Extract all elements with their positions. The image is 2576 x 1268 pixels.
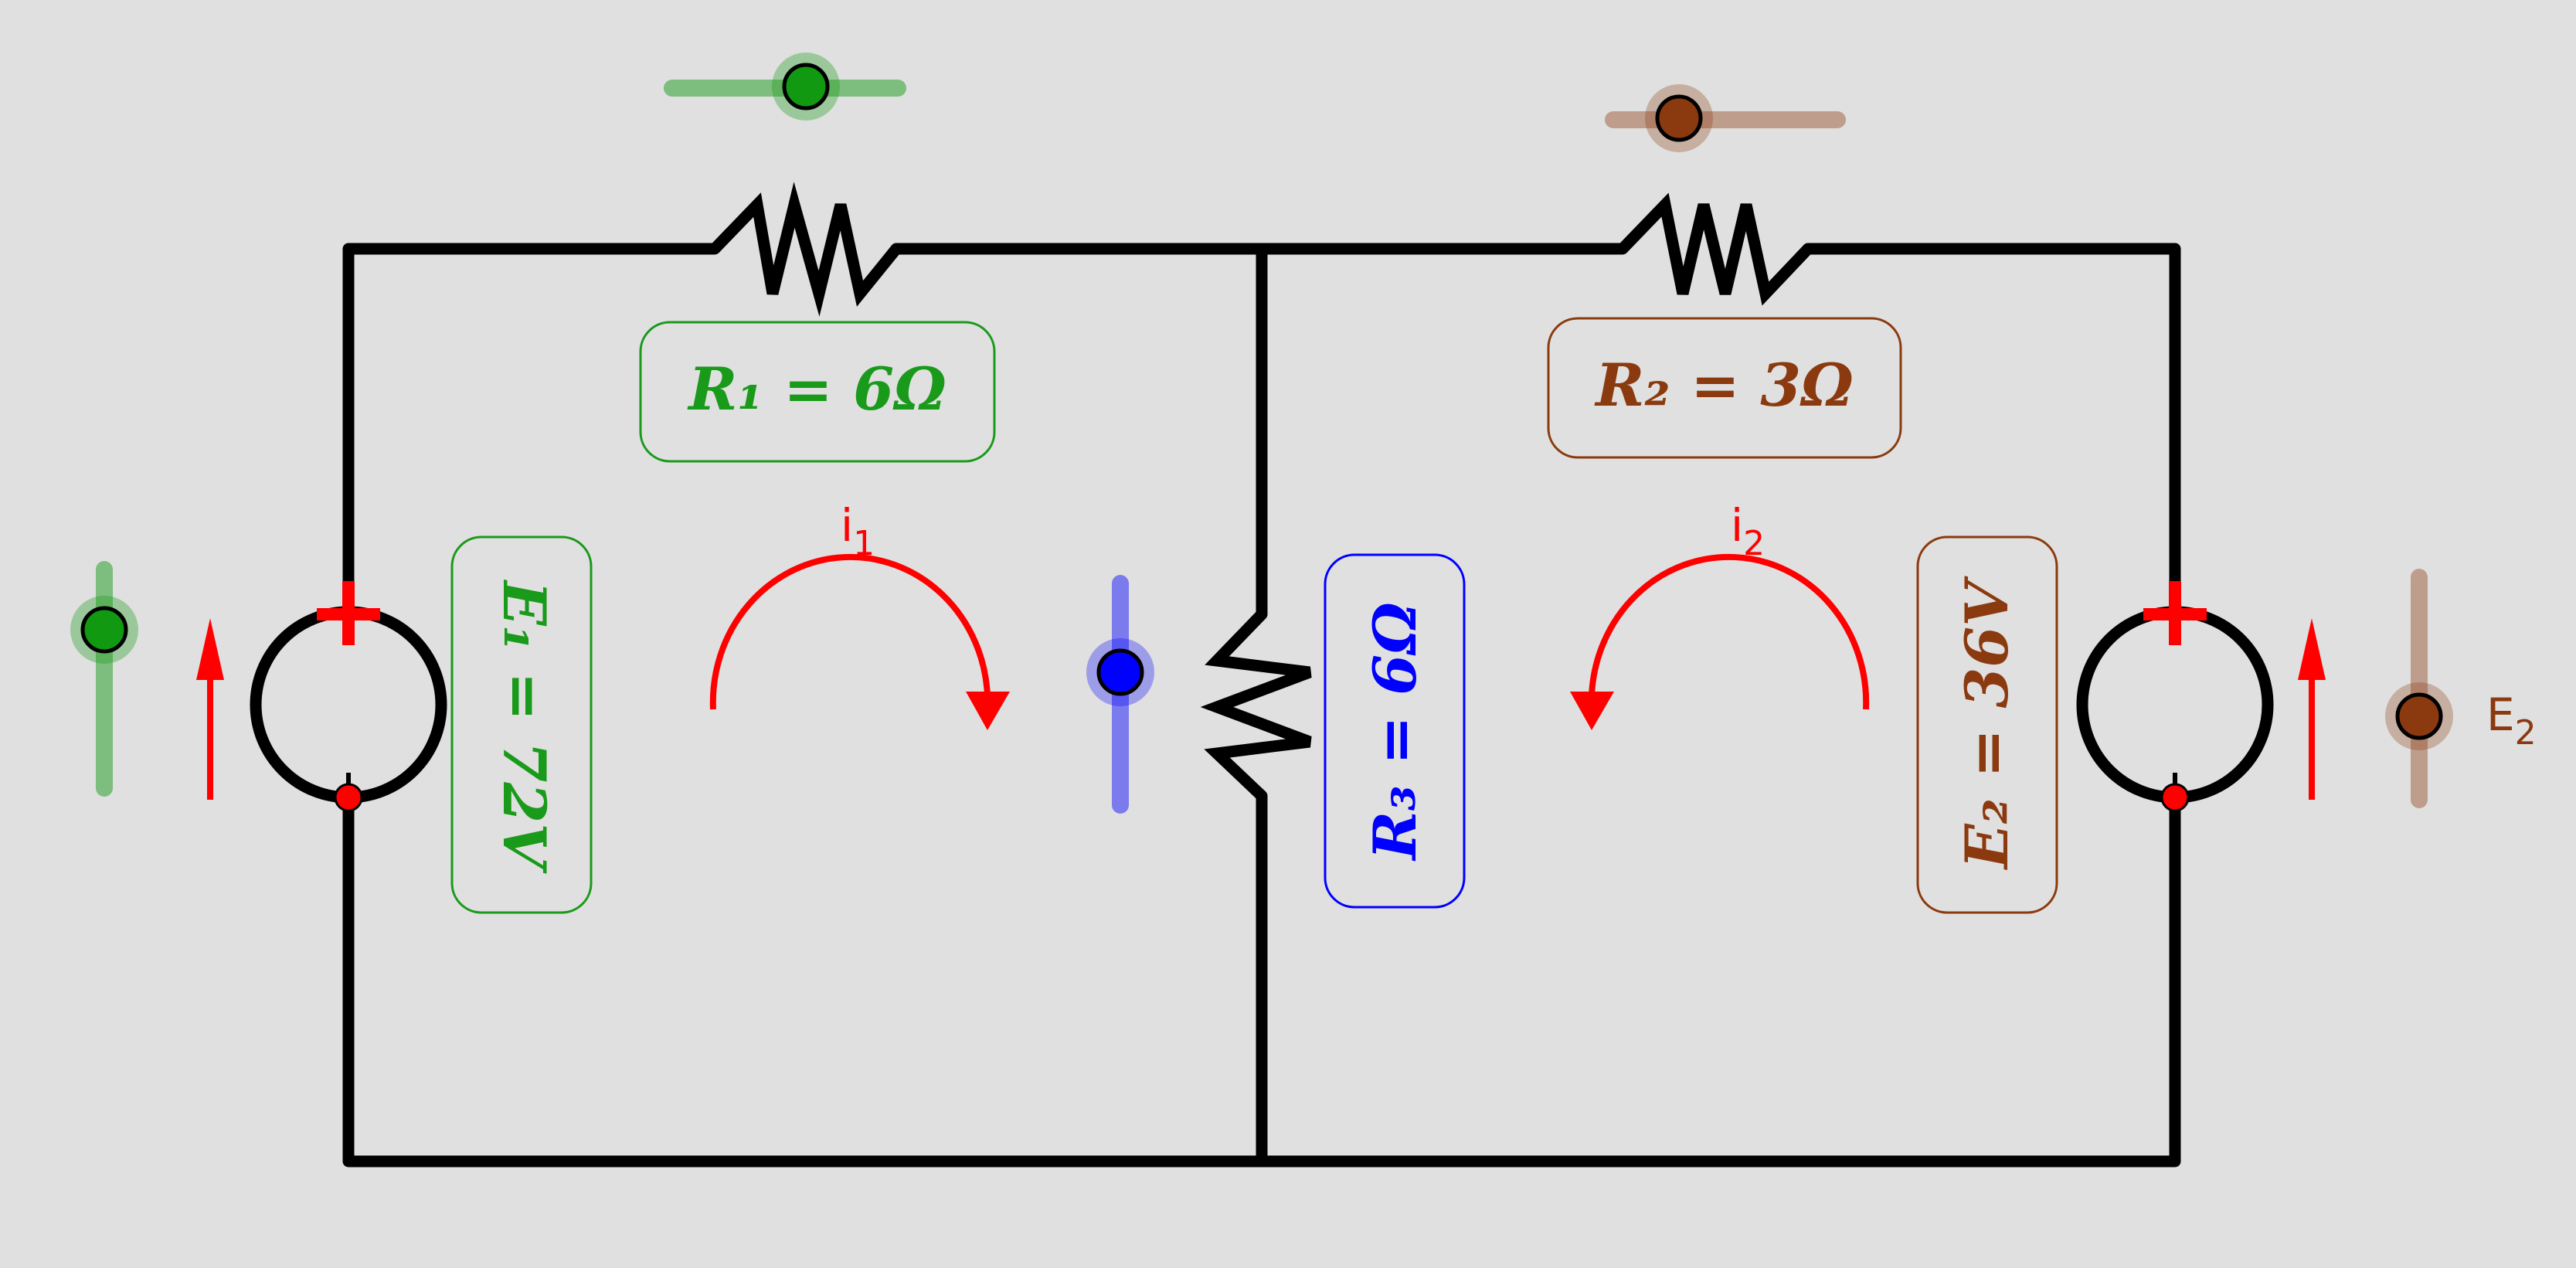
slider-e2-handle[interactable] (2395, 692, 2443, 740)
label-box-r1[interactable]: R₁ = 6Ω (639, 321, 996, 463)
label-box-r3[interactable]: R₃ = 6Ω (1324, 553, 1466, 909)
slider-r2-handle[interactable] (1655, 94, 1703, 142)
voltage-source-e1-icon (250, 581, 447, 812)
resistor-r3-icon (1200, 610, 1312, 801)
current-loop-i1-icon (709, 553, 1010, 730)
current-loop-i2-icon (1570, 553, 1870, 730)
label-e2: E₂ = 36V (1952, 576, 2021, 871)
slider-e1-handle[interactable] (80, 606, 128, 654)
label-r3: R₃ = 6Ω (1361, 602, 1429, 862)
slider-r2[interactable] (1605, 84, 1846, 152)
node-e2-minus (2160, 783, 2190, 812)
voltage-source-e2-icon (2076, 581, 2274, 812)
label-r2: R₂ = 3Ω (1594, 351, 1854, 420)
current-label-i2: i2 (1731, 499, 1765, 563)
label-box-r2[interactable]: R₂ = 3Ω (1547, 317, 1902, 459)
label-r1: R₁ = 6Ω (687, 355, 946, 423)
current-label-i1: i1 (841, 499, 875, 563)
arrow-up-icon-e2 (2298, 618, 2326, 800)
circuit-wires (342, 243, 2181, 1168)
slider-r1[interactable] (664, 53, 906, 121)
resistor-r1-icon (710, 182, 901, 317)
resistor-r2-icon (1618, 192, 1813, 306)
slider-e2-label: E2 (2486, 688, 2537, 753)
slider-r3[interactable] (1086, 575, 1154, 814)
slider-r3-handle[interactable] (1096, 648, 1144, 696)
label-e1: E₁ = 72V (490, 580, 559, 875)
slider-e2[interactable] (2385, 569, 2453, 808)
slider-e1[interactable] (70, 561, 138, 797)
node-e1-minus (334, 783, 363, 812)
slider-r1-handle[interactable] (782, 63, 830, 110)
wire-right-top (1802, 243, 2181, 617)
label-box-e2[interactable]: E₂ = 36V (1916, 535, 2058, 914)
label-box-e1[interactable]: E₁ = 72V (450, 535, 593, 914)
arrow-up-icon-e1 (196, 618, 224, 800)
wire-left-top (342, 243, 721, 617)
